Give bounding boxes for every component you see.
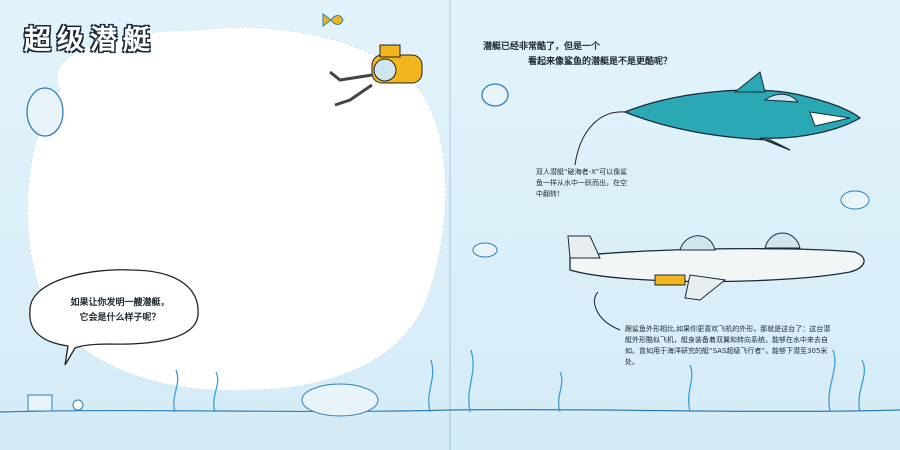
turtle-icon bbox=[481, 83, 509, 107]
speech-bubble-text: 如果让你发明一艘潜艇， 它会是什么样子呢？ bbox=[55, 296, 185, 326]
speech-bubble-line1: 如果让你发明一艘潜艇， bbox=[70, 298, 170, 308]
page-title: 超级潜艇 bbox=[24, 25, 156, 56]
shark-sub-caption: 双人潜艇“破海者-X”可以像鲨鱼一样从水中一跃而出，在空中翻转！ bbox=[536, 168, 628, 198]
plane-sub-caption: 跟鲨鱼外形相比,如果你更喜欢飞机的外形，那就是这台了：这台潜艇外形酷似飞机，艇身… bbox=[625, 325, 831, 366]
speech-bubble-line2: 它会是什么样子呢？ bbox=[79, 313, 161, 323]
fish-icon bbox=[472, 242, 498, 258]
speech-bubble bbox=[29, 269, 199, 366]
coral-icon bbox=[301, 383, 379, 417]
manatee-icon bbox=[26, 87, 64, 137]
treasure-chest-icon bbox=[27, 394, 53, 412]
plane-submarine-icon bbox=[567, 232, 865, 301]
seabed bbox=[0, 408, 900, 413]
skull-icon bbox=[72, 399, 84, 411]
fish-icon bbox=[322, 13, 344, 27]
page-gutter bbox=[449, 0, 451, 450]
arrow-line bbox=[594, 291, 621, 331]
arrow-line bbox=[574, 111, 626, 166]
fish-icon bbox=[840, 190, 870, 210]
intro-text-line2: 看起来像鲨鱼的潜艇是不是更酷呢？ bbox=[528, 57, 673, 67]
yellow-submarine-icon bbox=[329, 44, 423, 107]
shark-submarine-icon bbox=[623, 71, 862, 151]
seaweed-icon bbox=[173, 349, 866, 413]
intro-text-line1: 潜艇已经非常酷了，但是一个 bbox=[483, 42, 601, 52]
